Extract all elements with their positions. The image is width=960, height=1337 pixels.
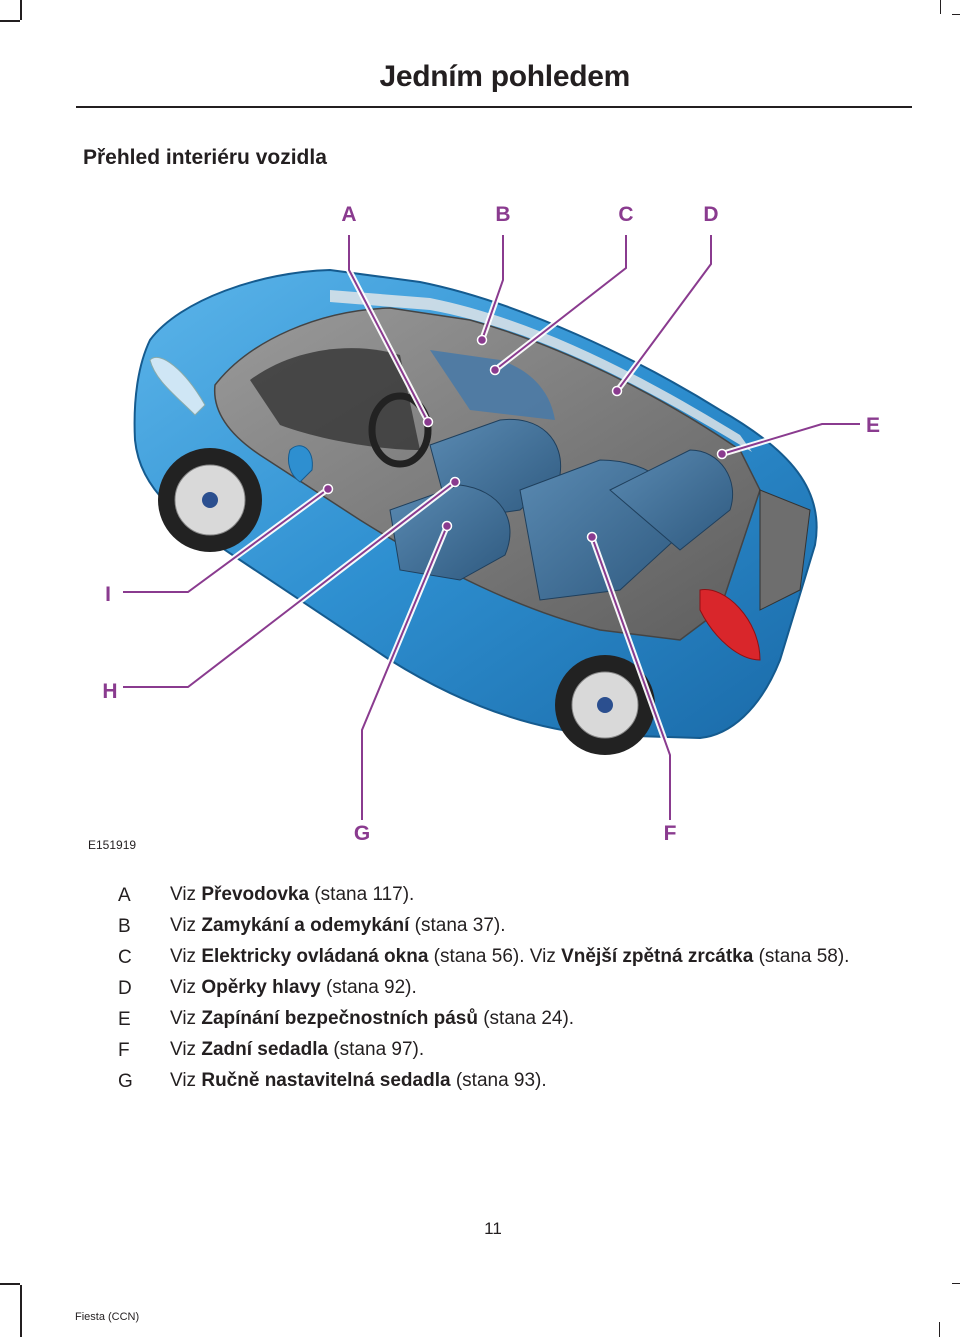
callout-label: C	[618, 203, 633, 226]
legend-suffix-secondary: (stana 58).	[753, 946, 850, 967]
header-divider	[76, 106, 912, 108]
crop-mark	[20, 1285, 22, 1337]
figure-id: E151919	[88, 838, 137, 852]
legend-key: C	[118, 947, 132, 968]
legend-prefix: Viz	[170, 946, 202, 967]
callout-label: A	[341, 203, 356, 226]
legend-topic: Zapínání bezpečnostních pásů	[201, 1008, 478, 1029]
legend-key: D	[118, 978, 132, 999]
legend-prefix: Viz	[170, 977, 202, 998]
legend-prefix: Viz	[170, 1070, 202, 1091]
legend-item: E Viz Zapínání bezpečnostních pásů (stan…	[100, 1004, 920, 1035]
page-title: Jedním pohledem	[379, 60, 630, 93]
legend-item: F Viz Zadní sedadla (stana 97).	[100, 1035, 920, 1066]
legend-prefix: Viz	[170, 915, 202, 936]
legend-prefix: Viz	[170, 1008, 202, 1029]
crop-mark	[0, 1283, 20, 1285]
legend-list: A Viz Převodovka (stana 117). B Viz Zamy…	[100, 880, 920, 1097]
legend-key: F	[118, 1040, 130, 1061]
vehicle-interior-illustration: A B C D E F G H I	[102, 203, 880, 845]
crop-mark	[952, 14, 960, 15]
legend-topic: Elektricky ovládaná okna	[201, 946, 429, 967]
legend-suffix: (stana 97).	[328, 1039, 425, 1060]
crop-mark	[20, 0, 22, 20]
legend-item: A Viz Převodovka (stana 117).	[100, 880, 920, 911]
legend-suffix: (stana 93).	[450, 1070, 547, 1091]
legend-suffix: (stana 24).	[477, 1008, 575, 1029]
legend-item: G Viz Ručně nastavitelná sedadla (stana …	[100, 1066, 920, 1097]
legend-topic: Převodovka	[201, 884, 310, 905]
legend-item: B Viz Zamykání a odemykání (stana 37).	[100, 911, 920, 942]
crop-mark	[940, 0, 941, 14]
legend-topic: Opěrky hlavy	[201, 977, 321, 998]
footer-model: Fiesta (CCN)	[75, 1311, 140, 1323]
callout-label: I	[105, 583, 111, 606]
legend-key: B	[118, 916, 131, 937]
legend-suffix: (stana 37).	[409, 915, 506, 936]
legend-topic-secondary: Vnější zpětná zrcátka	[561, 946, 754, 967]
legend-prefix: Viz	[170, 884, 202, 905]
crop-mark	[952, 1283, 960, 1284]
legend-topic: Zadní sedadla	[201, 1039, 329, 1060]
legend-suffix: (stana 117).	[309, 884, 415, 905]
car-body	[133, 268, 818, 755]
legend-prefix: Viz	[170, 1039, 202, 1060]
legend-topic: Ručně nastavitelná sedadla	[201, 1070, 451, 1091]
callout-label: D	[703, 203, 718, 226]
legend-key: G	[118, 1071, 133, 1092]
legend-topic: Zamykání a odemykání	[201, 915, 410, 936]
legend-item: C Viz Elektricky ovládaná okna (stana 56…	[100, 942, 920, 973]
callout-label: F	[664, 822, 677, 845]
legend-key: E	[118, 1009, 131, 1030]
legend-item: D Viz Opěrky hlavy (stana 92).	[100, 973, 920, 1004]
legend-suffix: (stana 56). Viz	[428, 946, 562, 967]
legend-suffix: (stana 92).	[320, 977, 417, 998]
callout-label: B	[495, 203, 510, 226]
crop-mark	[0, 20, 20, 22]
callout-label: E	[866, 414, 880, 437]
callout-label: G	[354, 822, 370, 845]
legend-key: A	[118, 885, 131, 906]
crop-mark	[939, 1322, 940, 1337]
section-title: Přehled interiéru vozidla	[83, 146, 327, 169]
callout-label: H	[102, 680, 117, 703]
page-number: 11	[484, 1219, 502, 1238]
